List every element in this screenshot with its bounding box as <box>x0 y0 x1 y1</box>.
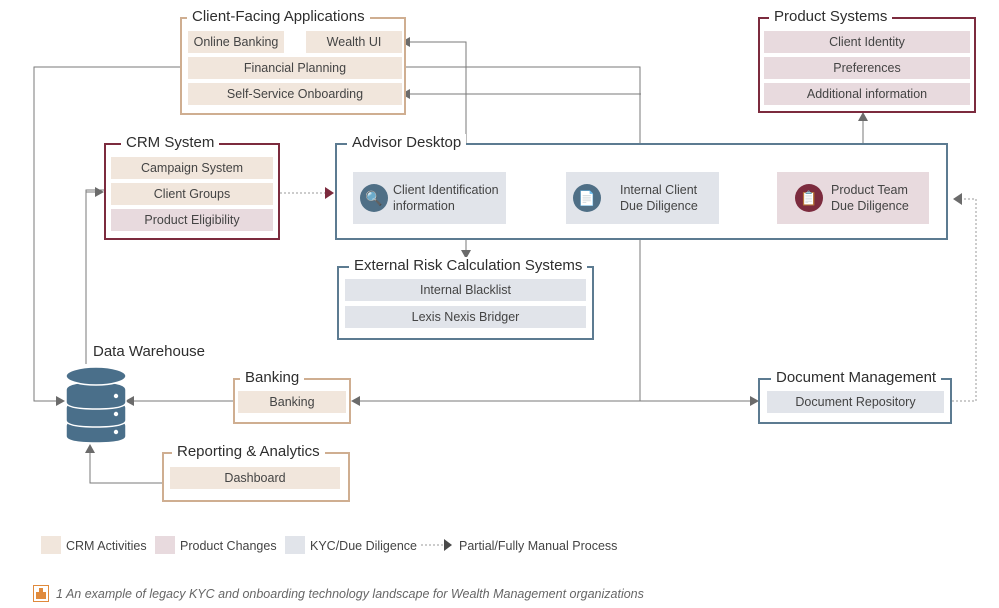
search-person-icon: 🔍 <box>360 184 388 212</box>
product-team-dd-line1: Product Team <box>831 183 908 197</box>
document-manual-arrowhead <box>953 193 962 205</box>
wealth-ui-item[interactable]: Wealth UI <box>306 31 402 53</box>
internal-blacklist-item[interactable]: Internal Blacklist <box>345 279 586 301</box>
crm-manual-arrowhead <box>325 187 334 199</box>
legend-manual-arrow-icon <box>421 539 452 551</box>
legend-product-label: Product Changes <box>180 539 277 553</box>
client-identification-line2: information <box>393 199 455 213</box>
banking-title: Banking <box>240 369 305 387</box>
legend-crm-label: CRM Activities <box>66 539 147 553</box>
legend-product-swatch <box>155 536 175 554</box>
client-identification-line1: Client Identification <box>393 183 499 197</box>
lexis-nexis-bridger-item[interactable]: Lexis Nexis Bridger <box>345 306 586 328</box>
dashboard-item[interactable]: Dashboard <box>170 467 340 489</box>
external-risk-title: External Risk Calculation Systems <box>349 257 588 275</box>
planning-to-dd-arrow <box>402 66 645 172</box>
legend-manual-label: Partial/Fully Manual Process <box>459 539 618 553</box>
document-repository-item[interactable]: Document Repository <box>767 391 944 413</box>
product-team-dd-line2: Due Diligence <box>831 199 909 213</box>
planning-to-warehouse-line <box>33 66 188 406</box>
preferences-item[interactable]: Preferences <box>764 57 970 79</box>
internal-due-diligence-node[interactable]: 📄 Internal Client Due Diligence <box>566 172 719 224</box>
financial-planning-item[interactable]: Financial Planning <box>188 57 402 79</box>
figure-caption: 1 An example of legacy KYC and onboardin… <box>56 587 644 601</box>
online-banking-item[interactable]: Online Banking <box>188 31 284 53</box>
additional-information-item[interactable]: Additional information <box>764 83 970 105</box>
legend-crm-swatch <box>41 536 61 554</box>
product-team-due-diligence-node[interactable]: 📋 Product Team Due Diligence <box>777 172 929 224</box>
legend-kyc-swatch <box>285 536 305 554</box>
client-identity-item[interactable]: Client Identity <box>764 31 970 53</box>
external-risk-box <box>337 266 594 340</box>
legend-kyc-label: KYC/Due Diligence <box>310 539 417 553</box>
internal-due-diligence-line2: Due Diligence <box>620 199 698 213</box>
caption-figure-icon <box>33 585 49 602</box>
document-to-product-dotted <box>952 198 977 402</box>
clipboard-icon: 📋 <box>795 184 823 212</box>
product-systems-title: Product Systems <box>769 8 893 26</box>
document-check-icon: 📄 <box>573 184 601 212</box>
banking-item[interactable]: Banking <box>238 391 346 413</box>
crm-system-title: CRM System <box>121 134 220 152</box>
document-management-title: Document Management <box>771 369 942 387</box>
crm-to-warehouse-line <box>85 189 104 364</box>
client-groups-item[interactable]: Client Groups <box>111 183 273 205</box>
reporting-analytics-title: Reporting & Analytics <box>172 443 325 461</box>
reporting-to-warehouse-arrow <box>85 444 162 484</box>
campaign-system-item[interactable]: Campaign System <box>111 157 273 179</box>
client-identification-node[interactable]: 🔍 Client Identification information <box>353 172 506 224</box>
internal-due-diligence-line1: Internal Client <box>620 183 698 197</box>
database-icon <box>65 366 127 444</box>
data-warehouse-title: Data Warehouse <box>93 343 206 360</box>
product-eligibility-item[interactable]: Product Eligibility <box>111 209 273 231</box>
client-facing-applications-title: Client-Facing Applications <box>187 8 370 26</box>
advisor-desktop-title: Advisor Desktop <box>347 134 467 152</box>
self-service-onboarding-item[interactable]: Self-Service Onboarding <box>188 83 402 105</box>
